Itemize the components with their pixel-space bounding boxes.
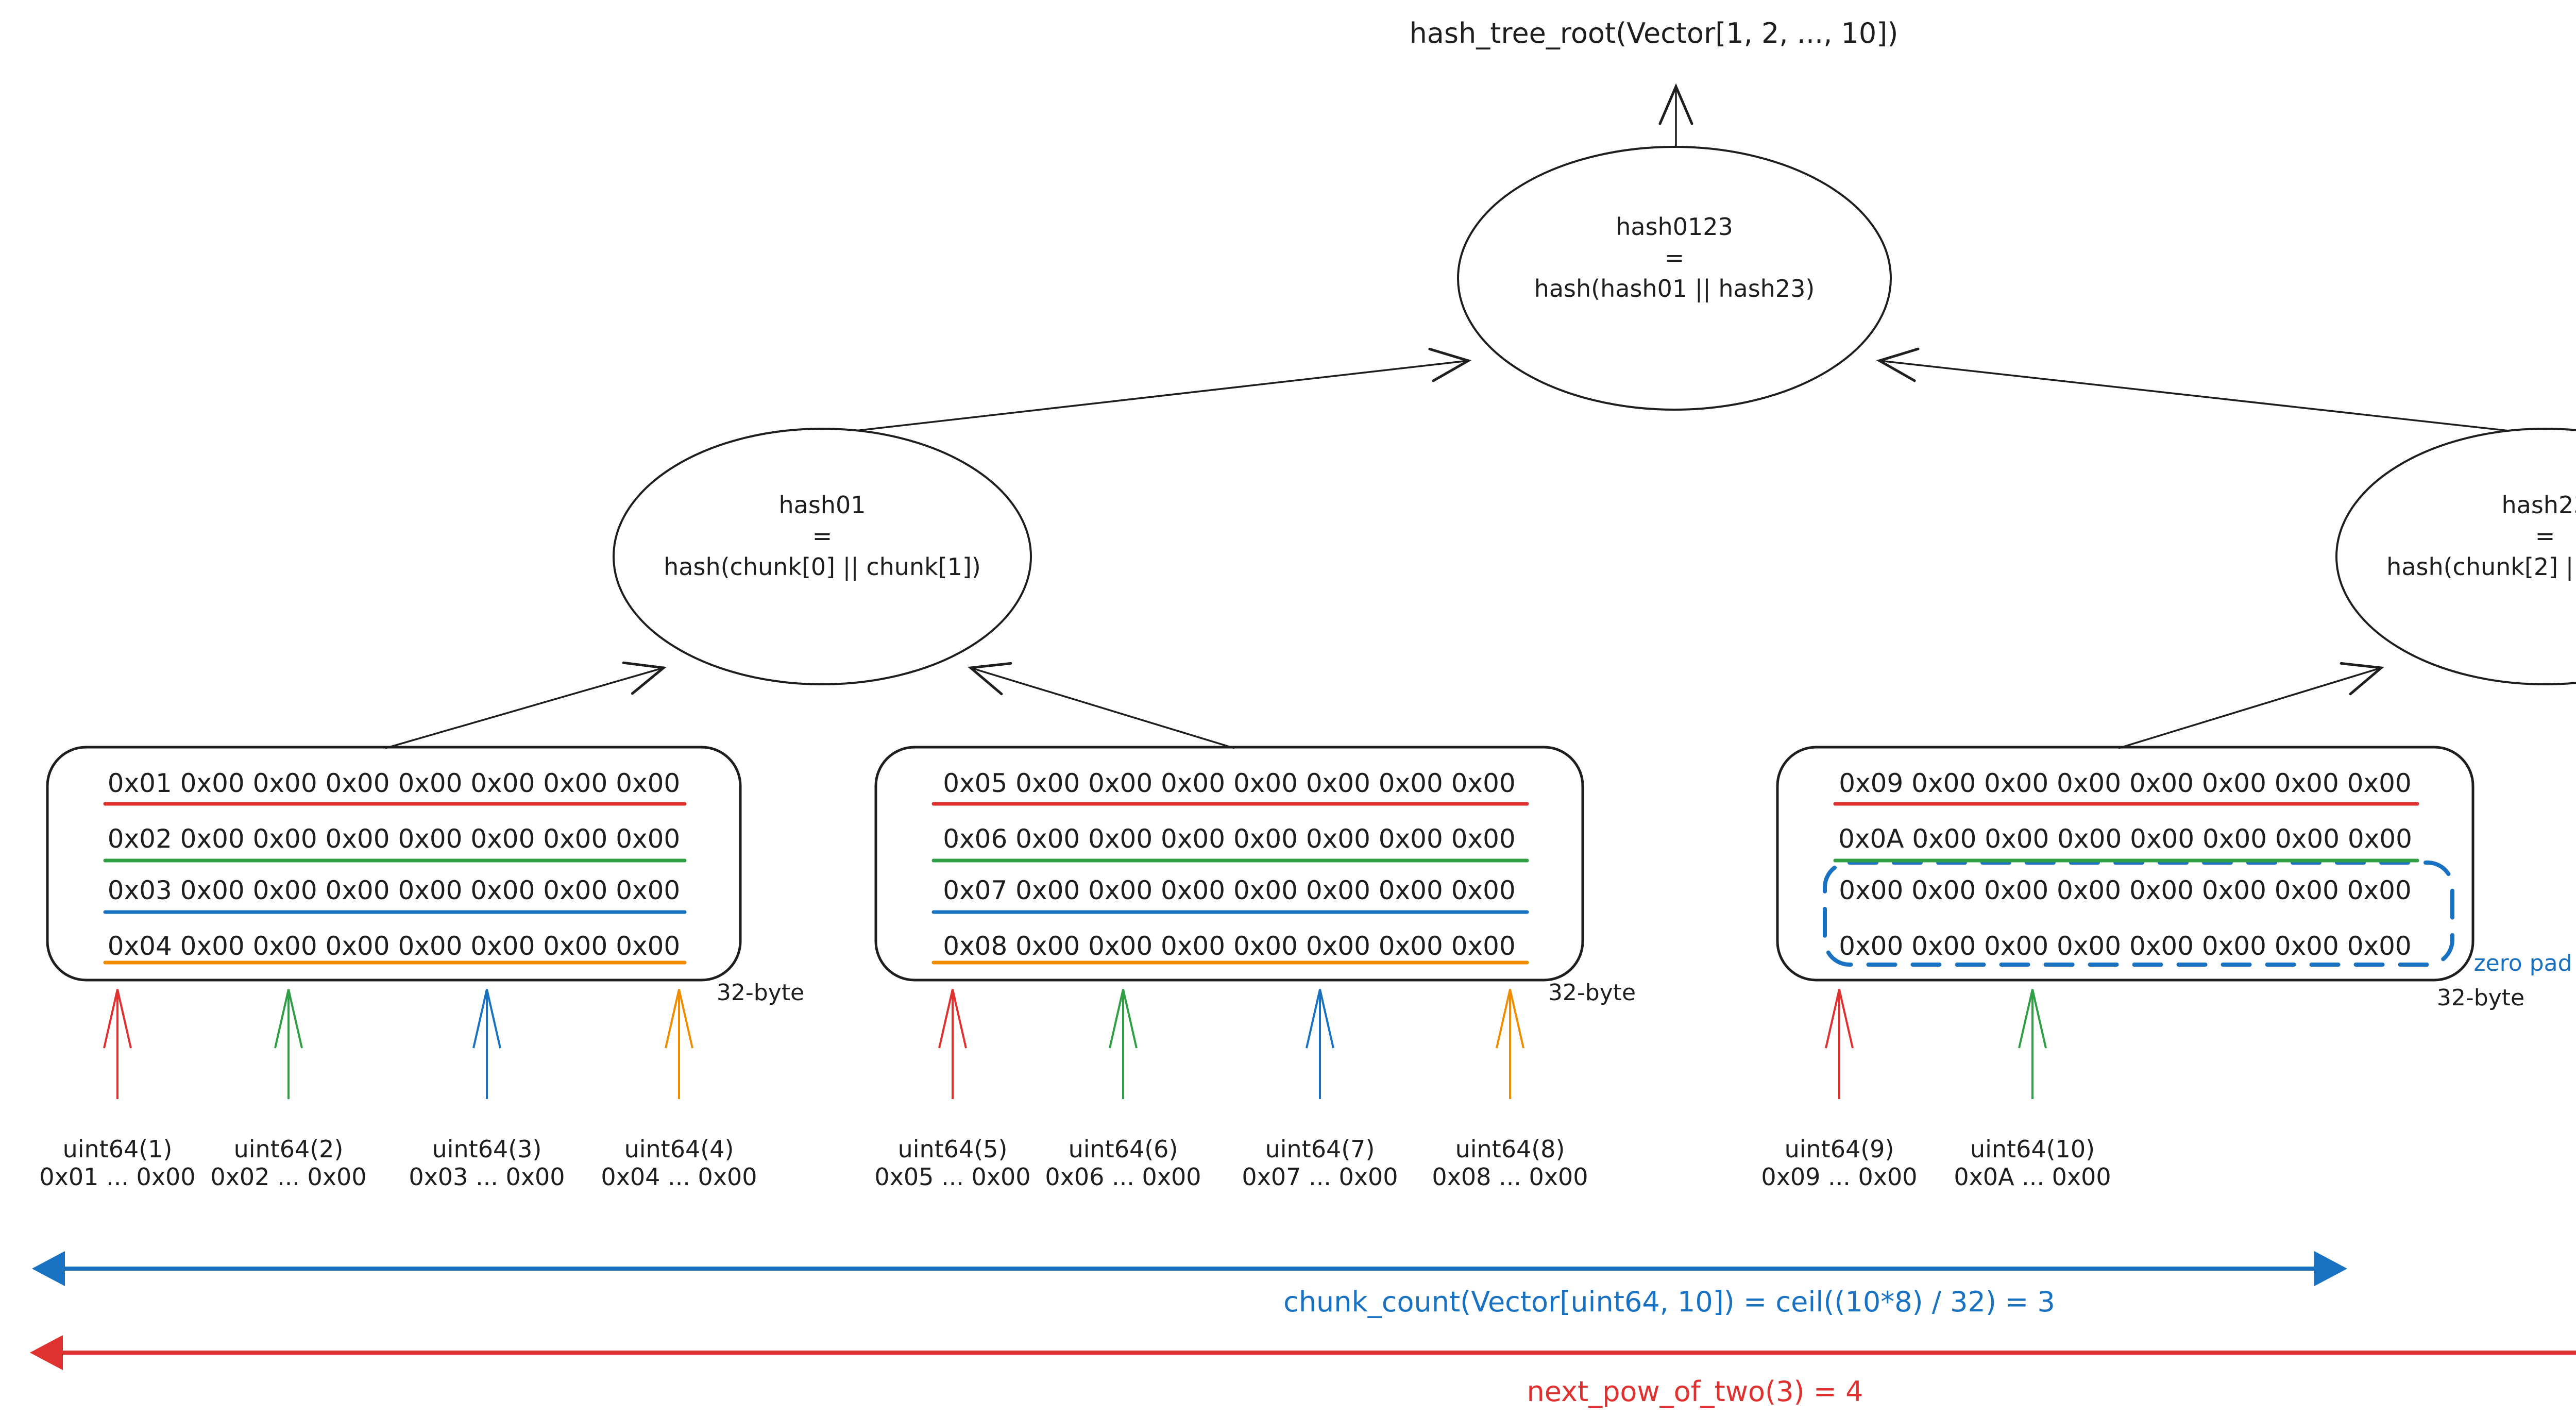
chunk2-size-label: 32-byte bbox=[2436, 985, 2525, 1011]
chunk1-size-label: 32-byte bbox=[1548, 980, 1636, 1006]
input-arrowhead-7 bbox=[1306, 989, 1334, 1049]
chunk2-row2-bytes: 0x00 0x00 0x00 0x00 0x00 0x00 0x00 0x00 bbox=[1839, 875, 2412, 905]
input-arrowhead-8 bbox=[1496, 989, 1524, 1049]
chunk1-row1-bytes: 0x06 0x00 0x00 0x00 0x00 0x00 0x00 0x00 bbox=[943, 824, 1516, 854]
hash23-equals: = bbox=[2535, 522, 2555, 550]
page-title: hash_tree_root(Vector[1, 2, ..., 10]) bbox=[1409, 17, 1899, 49]
edge-chunk1-to-hash01 bbox=[967, 662, 1235, 749]
input-label-10: uint64(10) bbox=[1970, 1135, 2095, 1163]
chunk-count-arrowhead-right bbox=[2314, 1251, 2347, 1286]
chunk0-row2-bytes: 0x03 0x00 0x00 0x00 0x00 0x00 0x00 0x00 bbox=[107, 875, 681, 905]
hash01-ellipse bbox=[613, 428, 1032, 685]
input-bytes-3: 0x03 ... 0x00 bbox=[409, 1163, 565, 1191]
zero-pad-label: zero pad bbox=[2473, 950, 2572, 976]
input-bytes-6: 0x06 ... 0x00 bbox=[1045, 1163, 1201, 1191]
hash01-formula: hash(chunk[0] || chunk[1]) bbox=[664, 553, 981, 581]
edge-hash01-to-root bbox=[845, 347, 1472, 433]
input-bytes-8: 0x08 ... 0x00 bbox=[1432, 1163, 1588, 1191]
input-arrowhead-5 bbox=[938, 989, 967, 1049]
hash01-name: hash01 bbox=[778, 491, 866, 519]
hash0123-name: hash0123 bbox=[1616, 213, 1733, 241]
input-bytes-1: 0x01 ... 0x00 bbox=[39, 1163, 196, 1191]
input-label-6: uint64(6) bbox=[1068, 1135, 1178, 1163]
edge-hash23-to-root bbox=[1876, 347, 2519, 433]
chunk1-row0-bytes: 0x05 0x00 0x00 0x00 0x00 0x00 0x00 0x00 bbox=[943, 768, 1516, 798]
input-arrowhead-6 bbox=[1109, 989, 1138, 1049]
input-label-8: uint64(8) bbox=[1455, 1135, 1565, 1163]
hash0123-ellipse bbox=[1457, 146, 1892, 411]
input-bytes-4: 0x04 ... 0x00 bbox=[601, 1163, 757, 1191]
chunk0-row0-bytes: 0x01 0x00 0x00 0x00 0x00 0x00 0x00 0x00 bbox=[107, 768, 681, 798]
hash01-label: hash01 = hash(chunk[0] || chunk[1]) bbox=[462, 490, 1183, 582]
input-label-1: uint64(1) bbox=[62, 1135, 173, 1163]
next-pow-arrowhead-left bbox=[30, 1335, 63, 1370]
hash23-formula: hash(chunk[2] || chunk[3]) bbox=[2386, 553, 2576, 581]
input-arrowhead-2 bbox=[274, 989, 303, 1049]
next-pow-annotation: next_pow_of_two(3) = 4 bbox=[1527, 1375, 1863, 1408]
chunk2-row0-bytes: 0x09 0x00 0x00 0x00 0x00 0x00 0x00 0x00 bbox=[1839, 768, 2412, 798]
hash01-equals: = bbox=[812, 522, 833, 550]
input-arrowhead-3 bbox=[472, 989, 501, 1049]
input-arrowhead-1 bbox=[103, 989, 132, 1049]
input-label-3: uint64(3) bbox=[432, 1135, 542, 1163]
input-label-7: uint64(7) bbox=[1265, 1135, 1375, 1163]
chunk2-row1-bytes: 0x0A 0x00 0x00 0x00 0x00 0x00 0x00 0x00 bbox=[1838, 824, 2412, 854]
input-bytes-2: 0x02 ... 0x00 bbox=[210, 1163, 367, 1191]
chunk0-row3-bytes: 0x04 0x00 0x00 0x00 0x00 0x00 0x00 0x00 bbox=[107, 931, 681, 961]
input-bytes-5: 0x05 ... 0x00 bbox=[874, 1163, 1031, 1191]
input-bytes-10: 0x0A ... 0x00 bbox=[1954, 1163, 2111, 1191]
input-arrowhead-9 bbox=[1825, 989, 1854, 1049]
input-bytes-7: 0x07 ... 0x00 bbox=[1242, 1163, 1398, 1191]
edge-chunk0-to-hash01 bbox=[385, 661, 667, 749]
chunk1-row2-bytes: 0x07 0x00 0x00 0x00 0x00 0x00 0x00 0x00 bbox=[943, 875, 1516, 905]
chunk1-row3-bytes: 0x08 0x00 0x00 0x00 0x00 0x00 0x00 0x00 bbox=[943, 931, 1516, 961]
input-label-4: uint64(4) bbox=[624, 1135, 734, 1163]
hash0123-equals: = bbox=[1664, 244, 1685, 272]
hash0123-formula: hash(hash01 || hash23) bbox=[1534, 275, 1815, 302]
input-bytes-9: 0x09 ... 0x00 bbox=[1761, 1163, 1918, 1191]
chunk-count-annotation: chunk_count(Vector[uint64, 10]) = ceil((… bbox=[1283, 1286, 2055, 1318]
chunk0-row1-bytes: 0x02 0x00 0x00 0x00 0x00 0x00 0x00 0x00 bbox=[107, 824, 681, 854]
chunk2-box bbox=[1776, 746, 2475, 982]
input-label-5: uint64(5) bbox=[897, 1135, 1008, 1163]
edge-chunk2-to-hash23 bbox=[2118, 662, 2385, 749]
input-arrowhead-4 bbox=[665, 989, 693, 1049]
input-arrowhead-10 bbox=[2018, 989, 2047, 1049]
input-label-9: uint64(9) bbox=[1784, 1135, 1894, 1163]
hash0123-label: hash0123 = hash(hash01 || hash23) bbox=[1314, 211, 2035, 304]
hash23-label: hash23 = hash(chunk[2] || chunk[3]) bbox=[2184, 490, 2576, 582]
zero-pad-box-dashed bbox=[1823, 861, 2454, 967]
chunk1-box bbox=[874, 746, 1584, 982]
chunk-count-arrowhead-left bbox=[32, 1251, 65, 1286]
chunk0-size-label: 32-byte bbox=[716, 980, 805, 1006]
chunk2-row3-bytes: 0x00 0x00 0x00 0x00 0x00 0x00 0x00 0x00 bbox=[1839, 931, 2412, 961]
hash23-ellipse bbox=[2335, 428, 2576, 685]
hash23-name: hash23 bbox=[2501, 491, 2576, 519]
input-label-2: uint64(2) bbox=[233, 1135, 344, 1163]
chunk0-box bbox=[46, 746, 742, 982]
